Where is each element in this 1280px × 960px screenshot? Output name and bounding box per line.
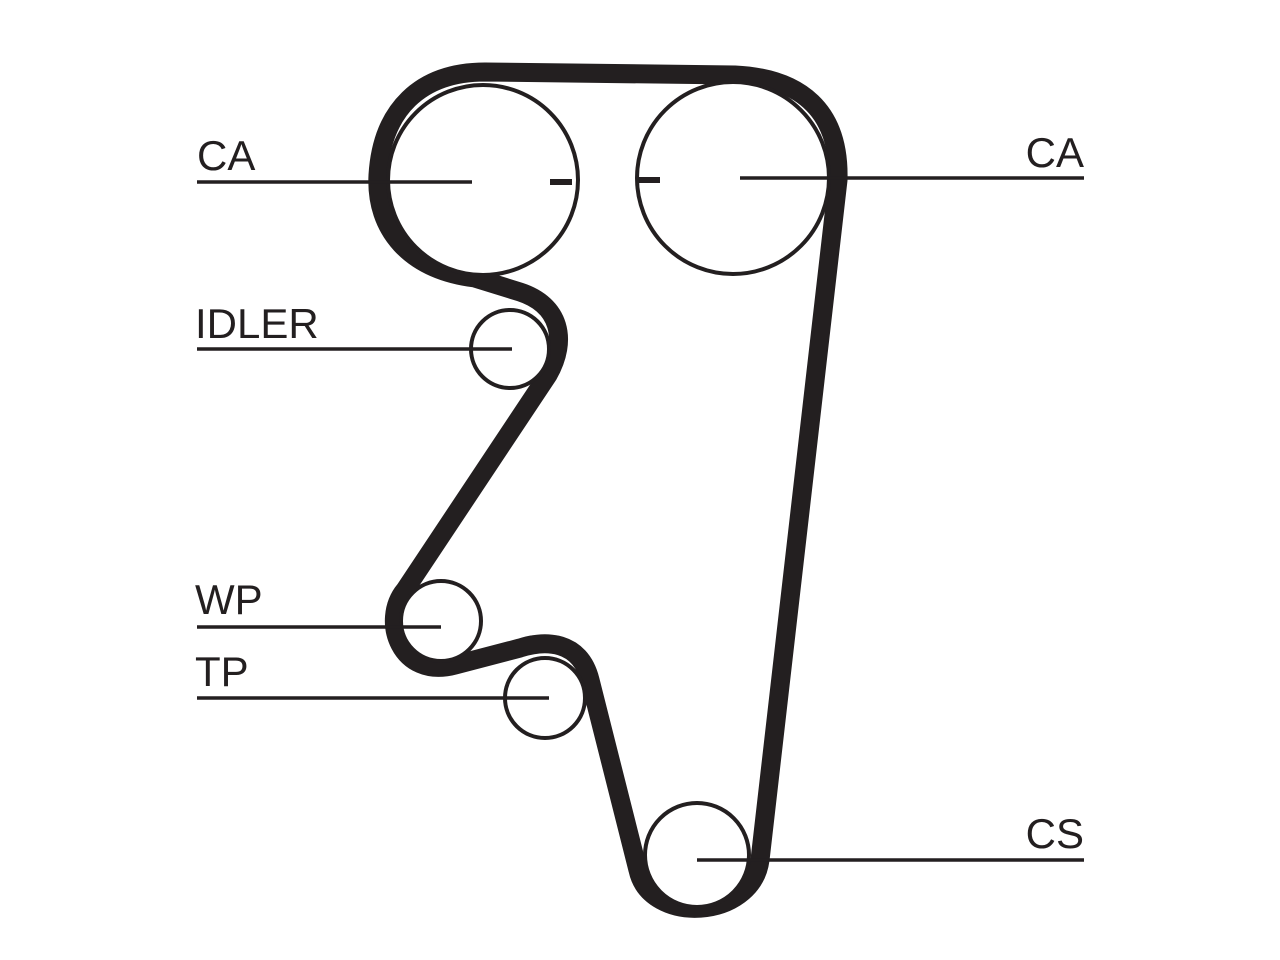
water-pump-pulley (399, 579, 483, 663)
label-ca-left: CA (197, 132, 255, 179)
label-tp: TP (195, 648, 249, 695)
label-ca-right: CA (1026, 129, 1084, 176)
label-cs: CS (1026, 810, 1084, 857)
label-idler: IDLER (195, 300, 319, 347)
label-wp: WP (195, 576, 263, 623)
camshaft-pulley-left (386, 83, 580, 277)
crankshaft-sprocket (643, 801, 751, 909)
